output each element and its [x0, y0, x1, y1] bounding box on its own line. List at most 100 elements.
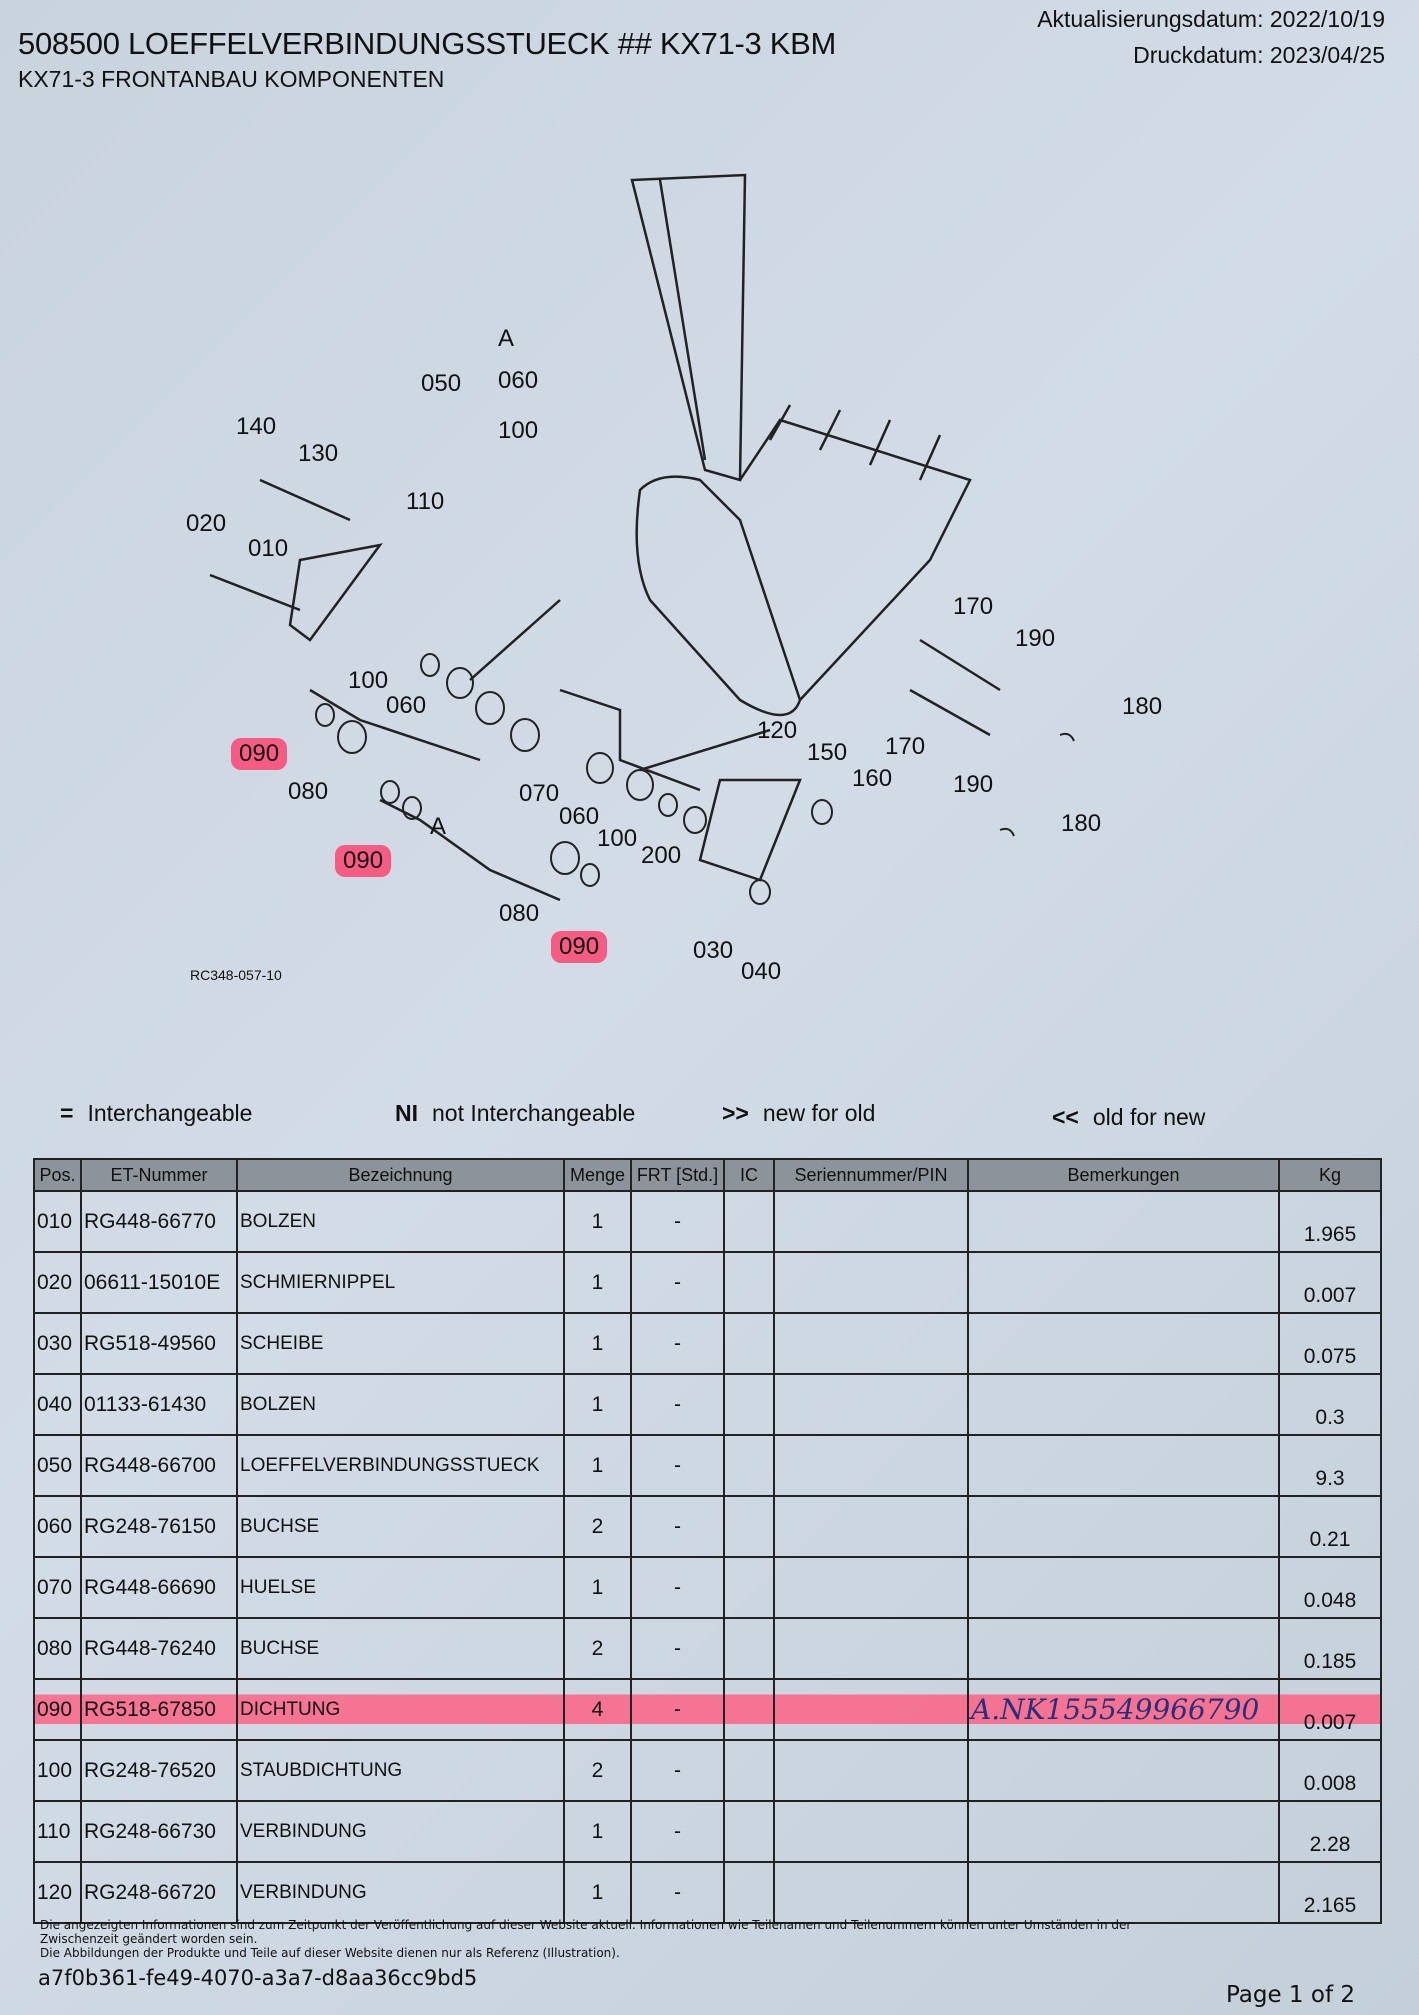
- column-header: Pos.: [33, 1158, 82, 1192]
- cell-name: DICHTUNG: [236, 1678, 565, 1741]
- cell-part: RG248-66730: [80, 1800, 238, 1863]
- cell-empty: [773, 1495, 969, 1558]
- double-chevron-left-icon: <<: [1052, 1104, 1079, 1130]
- cell-name: LOEFFELVERBINDUNGSSTUECK: [236, 1434, 565, 1497]
- cell-part: RG248-76150: [80, 1495, 238, 1558]
- cell-pos: 010: [33, 1190, 82, 1253]
- column-header: FRT [Std.]: [630, 1158, 725, 1192]
- equals-icon: =: [60, 1100, 74, 1126]
- callout-140: 140: [236, 413, 277, 440]
- callout-160: 160: [852, 765, 893, 792]
- cell-part: RG448-66690: [80, 1556, 238, 1619]
- cell-note: [967, 1556, 1280, 1619]
- callout-130: 130: [298, 440, 339, 467]
- column-header: Bezeichnung: [236, 1158, 565, 1192]
- legend-label: new for old: [762, 1100, 876, 1126]
- cell-name: HUELSE: [236, 1556, 565, 1619]
- callout-110: 110: [406, 488, 445, 515]
- cell-empty: [723, 1373, 775, 1436]
- document-title: 508500 LOEFFELVERBINDUNGSSTUECK ## KX71-…: [18, 26, 837, 61]
- cell-note: A.NK155549966790: [967, 1678, 1280, 1741]
- document-id: a7f0b361-fe49-4070-a3a7-d8aa36cc9bd5: [38, 1966, 478, 1990]
- cell-pos: 080: [33, 1617, 82, 1680]
- cell-qty: 1: [563, 1190, 632, 1253]
- cell-empty: [773, 1800, 969, 1863]
- legend-label: not Interchangeable: [432, 1100, 636, 1126]
- cell-qty: 1: [563, 1861, 632, 1924]
- cell-part: RG448-66770: [80, 1190, 238, 1253]
- cell-pos: 050: [33, 1434, 82, 1497]
- ni-icon: NI: [395, 1100, 418, 1126]
- cell-name: STAUBDICHTUNG: [236, 1739, 565, 1802]
- callout-180: 180: [1122, 693, 1163, 720]
- column-header: Bemerkungen: [967, 1158, 1280, 1192]
- cell-empty: [773, 1190, 969, 1253]
- cell-empty: [723, 1495, 775, 1558]
- cell-empty: [723, 1861, 775, 1924]
- cell-frt: -: [630, 1190, 725, 1253]
- callout-180: 180: [1061, 810, 1102, 837]
- cell-kg: 0.075: [1278, 1312, 1382, 1375]
- callout-100: 100: [597, 825, 638, 852]
- cell-qty: 1: [563, 1434, 632, 1497]
- callout-060: 060: [498, 367, 539, 394]
- column-header: Menge: [563, 1158, 632, 1192]
- callout-190: 190: [953, 771, 994, 798]
- cell-empty: [723, 1434, 775, 1497]
- cell-kg: 0.185: [1278, 1617, 1382, 1680]
- cell-note: [967, 1739, 1280, 1802]
- callout-100: 100: [498, 417, 539, 444]
- cell-pos: 100: [33, 1739, 82, 1802]
- callout-200: 200: [641, 842, 682, 869]
- cell-empty: [723, 1251, 775, 1314]
- callout-090: 090: [551, 931, 608, 963]
- cell-frt: -: [630, 1251, 725, 1314]
- cell-part: 01133-61430: [80, 1373, 238, 1436]
- cell-pos: 020: [33, 1251, 82, 1314]
- cell-name: BUCHSE: [236, 1617, 565, 1680]
- cell-part: RG248-76520: [80, 1739, 238, 1802]
- cell-empty: [723, 1800, 775, 1863]
- column-header: IC: [723, 1158, 775, 1192]
- cell-part: RG518-49560: [80, 1312, 238, 1375]
- cell-empty: [773, 1739, 969, 1802]
- cell-pos: 110: [33, 1800, 82, 1863]
- callout-080: 080: [499, 900, 540, 927]
- cell-empty: [773, 1434, 969, 1497]
- callout-090: 090: [231, 738, 288, 770]
- cell-frt: -: [630, 1800, 725, 1863]
- cell-empty: [773, 1678, 969, 1741]
- cell-pos: 120: [33, 1861, 82, 1924]
- cell-empty: [773, 1373, 969, 1436]
- cell-name: BOLZEN: [236, 1373, 565, 1436]
- cell-name: BOLZEN: [236, 1190, 565, 1253]
- cell-empty: [723, 1556, 775, 1619]
- callout-100: 100: [348, 667, 389, 694]
- cell-note: [967, 1800, 1280, 1863]
- cell-part: RG518-67850: [80, 1678, 238, 1741]
- diagram-parts: [315, 653, 1075, 905]
- cell-kg: 1.965: [1278, 1190, 1382, 1253]
- callout-080: 080: [288, 778, 329, 805]
- callout-090: 090: [335, 845, 392, 877]
- document-subtitle: KX71-3 FRONTANBAU KOMPONENTEN: [18, 66, 445, 92]
- cell-pos: 060: [33, 1495, 82, 1558]
- cell-empty: [723, 1739, 775, 1802]
- cell-part: RG448-76240: [80, 1617, 238, 1680]
- print-date: Druckdatum: 2023/04/25: [1133, 42, 1385, 68]
- cell-frt: -: [630, 1373, 725, 1436]
- legend-label: Interchangeable: [87, 1100, 253, 1126]
- cell-frt: -: [630, 1434, 725, 1497]
- callout-A: A: [498, 325, 515, 352]
- callout-050: 050: [421, 370, 462, 397]
- cell-name: VERBINDUNG: [236, 1800, 565, 1863]
- callout-020: 020: [186, 510, 227, 537]
